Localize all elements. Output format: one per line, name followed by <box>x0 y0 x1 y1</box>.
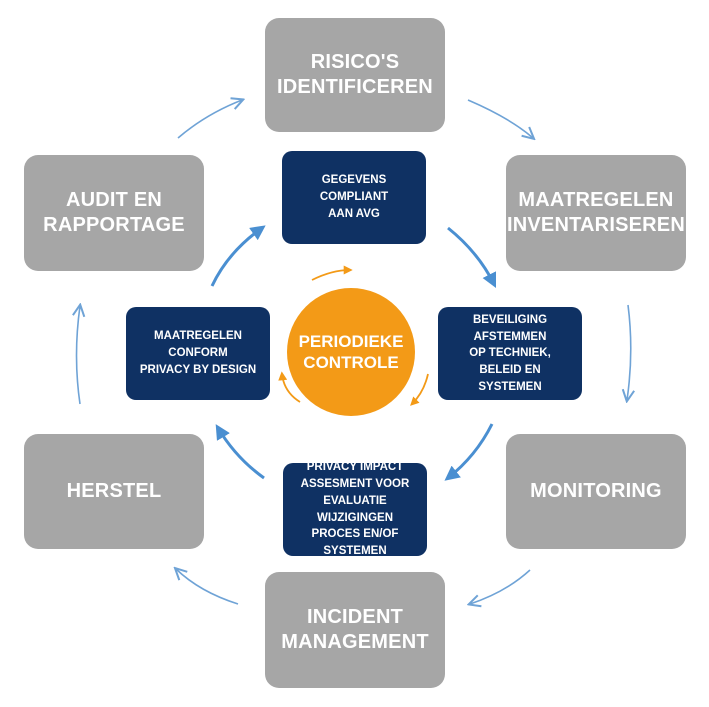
center-label: PERIODIEKE CONTROLE <box>298 331 404 372</box>
center-arrow-right <box>410 373 429 406</box>
outer-arrow-herstel-to-audit <box>77 306 81 405</box>
center-arrow-top <box>311 265 353 281</box>
outer-arrow-maatregelen-to-monitoring <box>627 304 631 400</box>
inner-label: MAATREGELEN CONFORM PRIVACY BY DESIGN <box>139 330 257 376</box>
step-incident-management: INCIDENT MANAGEMENT <box>265 572 445 688</box>
inner-arrow-gegevens-to-beveiliging <box>447 226 497 289</box>
inner-label: BEVEILIGING AFSTEMMEN OP TECHNIEK, BELEI… <box>469 313 551 393</box>
step-monitoring: MONITORING <box>506 434 686 549</box>
inner-privacy-by-design: MAATREGELEN CONFORM PRIVACY BY DESIGN <box>126 307 270 400</box>
step-audit-en-rapportage: AUDIT EN RAPPORTAGE <box>24 155 204 271</box>
step-label: INCIDENT MANAGEMENT <box>281 606 429 653</box>
inner-gegevens-compliant: GEGEVENS COMPLIANT AAN AVG <box>282 151 426 244</box>
outer-arrow-monitoring-to-incident <box>470 569 531 604</box>
step-risicos-identificeren: RISICO'S IDENTIFICEREN <box>265 18 445 132</box>
inner-privacy-impact-assesment: PRIVACY IMPACT ASSESMENT VOOR EVALUATIE … <box>283 461 427 557</box>
outer-arrow-risicos-to-maatregelen <box>467 99 533 138</box>
step-label: RISICO'S IDENTIFICEREN <box>277 51 433 98</box>
center-arrow-left <box>278 371 301 403</box>
outer-arrow-audit-to-risicos <box>177 100 242 139</box>
step-label: MONITORING <box>530 480 662 502</box>
outer-arrow-incident-to-herstel <box>176 569 239 605</box>
step-herstel: HERSTEL <box>24 434 204 549</box>
inner-beveiliging-afstemmen: BEVEILIGING AFSTEMMEN OP TECHNIEK, BELEI… <box>438 307 582 400</box>
step-maatregelen-inventariseren: MAATREGELEN INVENTARISEREN <box>506 155 686 271</box>
inner-label: PRIVACY IMPACT ASSESMENT VOOR EVALUATIE … <box>300 461 410 557</box>
inner-arrow-pia-to-privacy <box>215 424 265 480</box>
inner-arrow-beveiliging-to-pia <box>444 423 494 481</box>
center-periodieke-controle: PERIODIEKE CONTROLE <box>287 288 415 416</box>
step-label: HERSTEL <box>66 480 162 502</box>
inner-label: GEGEVENS COMPLIANT AAN AVG <box>319 174 389 220</box>
inner-arrow-privacy-to-gegevens <box>210 225 266 287</box>
step-label: AUDIT EN RAPPORTAGE <box>43 189 185 236</box>
step-label: MAATREGELEN INVENTARISEREN <box>506 189 685 236</box>
